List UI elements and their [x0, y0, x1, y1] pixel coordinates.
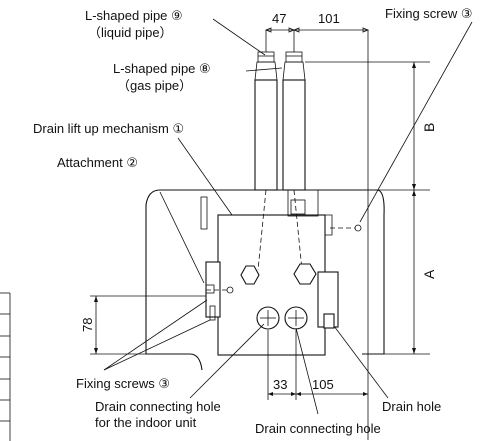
side-table-fragment [0, 292, 11, 441]
dim-top-left: 47 [272, 11, 286, 26]
dim-bottom-left: 33 [273, 377, 287, 392]
label-drain-connecting-hole: Drain connecting hole [255, 421, 381, 436]
label-drain-lift: Drain lift up mechanism ① [33, 121, 184, 136]
gas-pipe [282, 51, 306, 191]
drain-hole-rect [323, 313, 335, 329]
bottom-dimension-lines [267, 330, 368, 400]
dim-top-right: 101 [318, 11, 340, 26]
drain-connecting-hole-circle [284, 306, 308, 330]
label-pipe-liquid-2: （liquid pipe） [88, 25, 173, 40]
fixing-screw-top-right [330, 224, 362, 232]
label-drain-hole: Drain hole [382, 399, 441, 414]
liquid-pipe [254, 51, 278, 191]
label-fixing-screw-top: Fixing screw ③ [385, 6, 473, 21]
dim-bottom-right: 105 [312, 377, 334, 392]
fixing-screw-bottom-left [205, 284, 234, 321]
left-dimension-78 [90, 295, 206, 355]
drain-lift-mechanism [200, 189, 339, 356]
label-pipe-gas-2: （gas pipe） [117, 78, 192, 93]
hex-nut-left [240, 265, 260, 285]
drain-hole-indoor-circle [256, 306, 280, 330]
leader-lines [103, 18, 473, 415]
dim-vertical-A: A [421, 269, 437, 279]
label-pipe-liquid-1: L-shaped pipe ⑨ [85, 8, 183, 23]
dim-vertical-78: 78 [80, 318, 95, 332]
label-attachment: Attachment ② [57, 155, 138, 170]
label-drain-hole-indoor-1: Drain connecting hole [95, 399, 221, 414]
label-drain-hole-indoor-2: for the indoor unit [95, 415, 197, 430]
label-pipe-gas-1: L-shaped pipe ⑧ [113, 61, 211, 76]
label-fixing-screws-bottom: Fixing screws ③ [76, 376, 170, 391]
hex-nut-right [293, 263, 317, 285]
dim-vertical-B: B [421, 123, 437, 132]
right-dimension-lines [305, 61, 430, 355]
